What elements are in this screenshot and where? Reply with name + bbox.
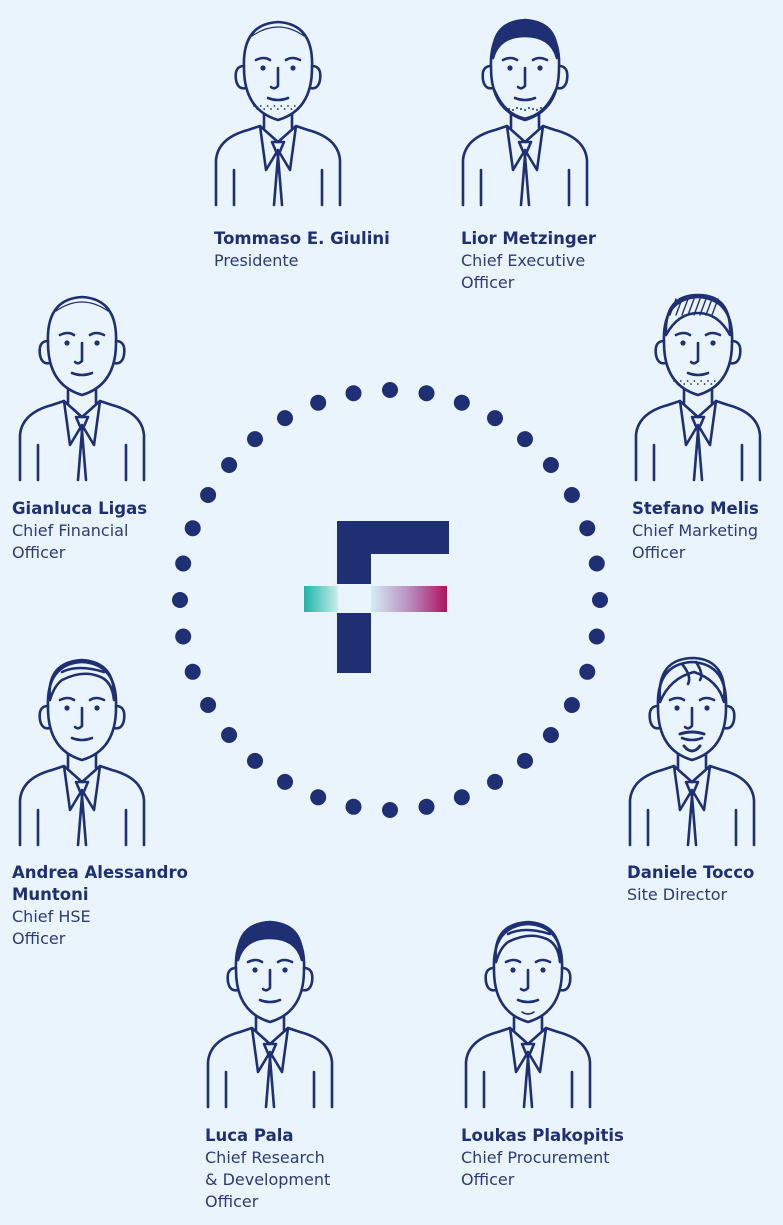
name-line: Andrea Alessandro bbox=[12, 863, 188, 882]
caption-gianluca: Gianluca Ligas Chief Financial Officer bbox=[12, 498, 147, 564]
role-line: & Development bbox=[205, 1170, 331, 1189]
person-role: Chief Marketing Officer bbox=[632, 520, 759, 564]
portrait-stefano bbox=[634, 293, 762, 482]
role-line: Chief Executive bbox=[461, 251, 586, 270]
ring-dot bbox=[579, 520, 596, 537]
ring-dot bbox=[453, 789, 470, 806]
role-line: Presidente bbox=[214, 251, 299, 270]
role-line: Officer bbox=[461, 273, 515, 292]
role-line: Site Director bbox=[627, 885, 728, 904]
role-line: Officer bbox=[205, 1192, 259, 1211]
ring-dot bbox=[247, 752, 263, 769]
ring-dot bbox=[588, 555, 605, 572]
caption-andrea: Andrea Alessandro Muntoni Chief HSE Offi… bbox=[12, 862, 188, 950]
ring-dot bbox=[487, 410, 503, 427]
ring-dot bbox=[453, 394, 470, 411]
portrait-loukas bbox=[464, 920, 592, 1109]
ring-dot bbox=[517, 431, 533, 448]
ring-dot bbox=[345, 385, 362, 402]
ring-dot bbox=[247, 431, 263, 448]
person-name: Andrea Alessandro Muntoni bbox=[12, 862, 188, 906]
person-name: Daniele Tocco bbox=[627, 863, 755, 882]
person-name: Loukas Plakopitis bbox=[461, 1126, 624, 1145]
ring-dot bbox=[200, 697, 217, 713]
person-role: Chief Financial Officer bbox=[12, 520, 147, 564]
person-name: Stefano Melis bbox=[632, 499, 759, 518]
person-name: Luca Pala bbox=[205, 1126, 294, 1145]
person-role: Chief HSE Officer bbox=[12, 906, 188, 950]
ring-dot bbox=[172, 592, 188, 608]
ring-dot bbox=[592, 592, 608, 608]
caption-stefano: Stefano Melis Chief Marketing Officer bbox=[632, 498, 759, 564]
ring-dot bbox=[418, 798, 435, 815]
person-role: Presidente bbox=[214, 250, 390, 272]
ring-dot bbox=[175, 555, 192, 572]
person-name: Lior Metzinger bbox=[461, 229, 597, 248]
person-role: Chief Research & Development Officer bbox=[205, 1147, 330, 1213]
person-name: Tommaso E. Giulini bbox=[214, 229, 390, 248]
ring-dot bbox=[418, 385, 435, 402]
role-line: Chief HSE bbox=[12, 907, 91, 926]
ring-dot bbox=[382, 802, 398, 818]
person-name: Gianluca Ligas bbox=[12, 499, 148, 518]
ring-dot bbox=[487, 773, 503, 790]
ring-dot bbox=[221, 727, 238, 743]
portrait-luca bbox=[206, 920, 334, 1109]
person-role: Chief Procurement Officer bbox=[461, 1147, 624, 1191]
role-line: Chief Procurement bbox=[461, 1148, 610, 1167]
caption-daniele: Daniele Tocco Site Director bbox=[627, 862, 754, 906]
person-role: Chief Executive Officer bbox=[461, 250, 596, 294]
ring-dot bbox=[310, 789, 327, 806]
ring-dot bbox=[563, 697, 580, 713]
portrait-lior bbox=[461, 18, 589, 207]
role-line: Chief Research bbox=[205, 1148, 325, 1167]
ring-dot bbox=[277, 410, 293, 427]
portrait-andrea bbox=[18, 658, 146, 847]
caption-luca: Luca Pala Chief Research & Development O… bbox=[205, 1125, 330, 1213]
role-line: Officer bbox=[461, 1170, 515, 1189]
role-line: Chief Financial bbox=[12, 521, 129, 540]
caption-tommaso: Tommaso E. Giulini Presidente bbox=[214, 228, 390, 272]
ring-dot bbox=[184, 663, 201, 680]
name-line: Muntoni bbox=[12, 885, 89, 904]
ring-dot bbox=[277, 773, 293, 790]
portrait-tommaso bbox=[214, 20, 342, 207]
ring-dot bbox=[221, 457, 238, 473]
ring-dot bbox=[588, 628, 605, 645]
ring-dot bbox=[175, 628, 192, 645]
ring-dot bbox=[517, 752, 533, 769]
ring-dot bbox=[382, 382, 398, 398]
ring-dot bbox=[200, 487, 217, 503]
caption-loukas: Loukas Plakopitis Chief Procurement Offi… bbox=[461, 1125, 624, 1191]
ring-dot bbox=[563, 487, 580, 503]
ring-dot bbox=[184, 520, 201, 537]
role-line: Officer bbox=[12, 543, 66, 562]
caption-lior: Lior Metzinger Chief Executive Officer bbox=[461, 228, 596, 294]
role-line: Officer bbox=[632, 543, 686, 562]
ring-dot bbox=[542, 457, 559, 473]
ring-dot bbox=[579, 663, 596, 680]
portrait-daniele bbox=[628, 656, 756, 847]
ring-dot bbox=[345, 798, 362, 815]
person-role: Site Director bbox=[627, 884, 754, 906]
role-line: Chief Marketing bbox=[632, 521, 759, 540]
portrait-gianluca bbox=[18, 295, 146, 482]
ring-dot bbox=[310, 394, 327, 411]
role-line: Officer bbox=[12, 929, 66, 948]
ring-dot bbox=[542, 727, 559, 743]
